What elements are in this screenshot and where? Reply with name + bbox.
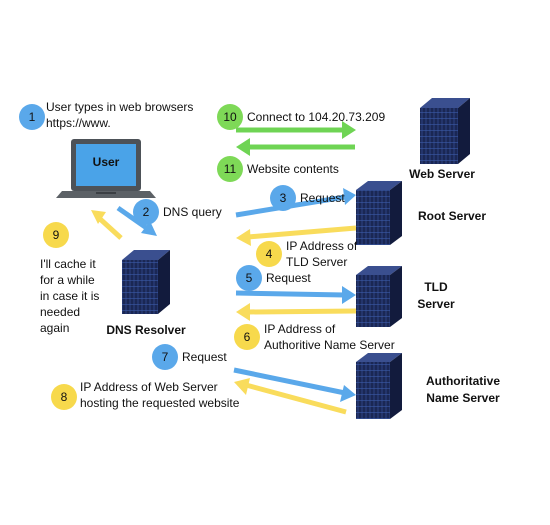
step-10-text: Connect to 104.20.73.209: [247, 110, 385, 124]
step-9-text-line3: in case it is: [40, 289, 99, 303]
step-1-text-line1: User types in web browsers: [46, 100, 193, 114]
step-8-number: 8: [61, 390, 68, 404]
step-3-text: Request: [300, 191, 345, 205]
user-laptop-icon: [56, 139, 156, 198]
arrow-return-to-user: [91, 210, 123, 240]
step-11-badge: [217, 156, 243, 182]
arrow-response-tld: [236, 303, 357, 321]
step-2-badge: [133, 199, 159, 225]
step-10-number: 10: [223, 110, 237, 124]
step-7-number: 7: [162, 350, 169, 364]
dns-resolver-label: DNS Resolver: [106, 323, 186, 337]
step-6-badge: [234, 324, 260, 350]
tld-server-icon: [356, 266, 402, 327]
step-8-text-line1: IP Address of Web Server: [80, 380, 218, 394]
step-3-number: 3: [280, 191, 287, 205]
step-11-number: 11: [224, 162, 237, 176]
step-9-text-line5: again: [40, 321, 69, 335]
step-1-text-line2: https://www.: [46, 116, 111, 130]
step-1-number: 1: [29, 110, 36, 124]
step-5-text: Request: [266, 271, 311, 285]
step-9-text-line4: needed: [40, 305, 80, 319]
step-9-text-line1: I'll cache it: [40, 257, 96, 271]
arrow-website-contents: [236, 138, 355, 156]
step-5-number: 5: [246, 271, 253, 285]
step-9-text-line2: for a while: [40, 273, 95, 287]
user-label: User: [93, 155, 120, 169]
web-server-label: Web Server: [409, 167, 475, 181]
arrow-response-auth: [234, 378, 347, 415]
step-9-number: 9: [53, 228, 60, 242]
arrow-request-tld: [235, 286, 356, 304]
step-2-text: DNS query: [163, 205, 222, 219]
step-9-badge: [43, 222, 69, 248]
step-2-number: 2: [143, 205, 150, 219]
step-1-badge: [19, 104, 45, 130]
step-5-badge: [236, 265, 262, 291]
tld-server-label-line2: Server: [417, 297, 455, 311]
step-11-text: Website contents: [247, 162, 339, 176]
root-server-label: Root Server: [418, 209, 486, 223]
step-3-badge: [270, 185, 296, 211]
root-server-icon: [356, 181, 402, 245]
arrow-dns-query: [116, 205, 157, 236]
step-4-text-line1: IP Address of: [286, 239, 358, 253]
step-4-badge: [256, 241, 282, 267]
step-4-number: 4: [266, 247, 273, 261]
web-server-icon: [420, 98, 470, 164]
auth-server-label-line1: Authoritative: [426, 374, 500, 388]
tld-server-label-line1: TLD: [424, 280, 448, 294]
auth-server-label-line2: Name Server: [426, 391, 500, 405]
step-8-text-line2: hosting the requested website: [80, 396, 240, 410]
step-6-number: 6: [244, 330, 251, 344]
arrow-request-auth: [233, 367, 356, 402]
step-8-badge: [51, 384, 77, 410]
step-6-text-line1: IP Address of: [264, 322, 336, 336]
arrow-connect: [236, 121, 356, 139]
step-6-text-line2: Authoritive Name Server: [264, 338, 395, 352]
step-7-text: Request: [182, 350, 227, 364]
step-7-badge: [152, 344, 178, 370]
step-4-text-line2: TLD Server: [286, 255, 347, 269]
arrow-response-root: [236, 225, 357, 246]
dns-resolver-icon: [122, 250, 170, 314]
step-10-badge: [217, 104, 243, 130]
auth-server-icon: [356, 353, 402, 419]
